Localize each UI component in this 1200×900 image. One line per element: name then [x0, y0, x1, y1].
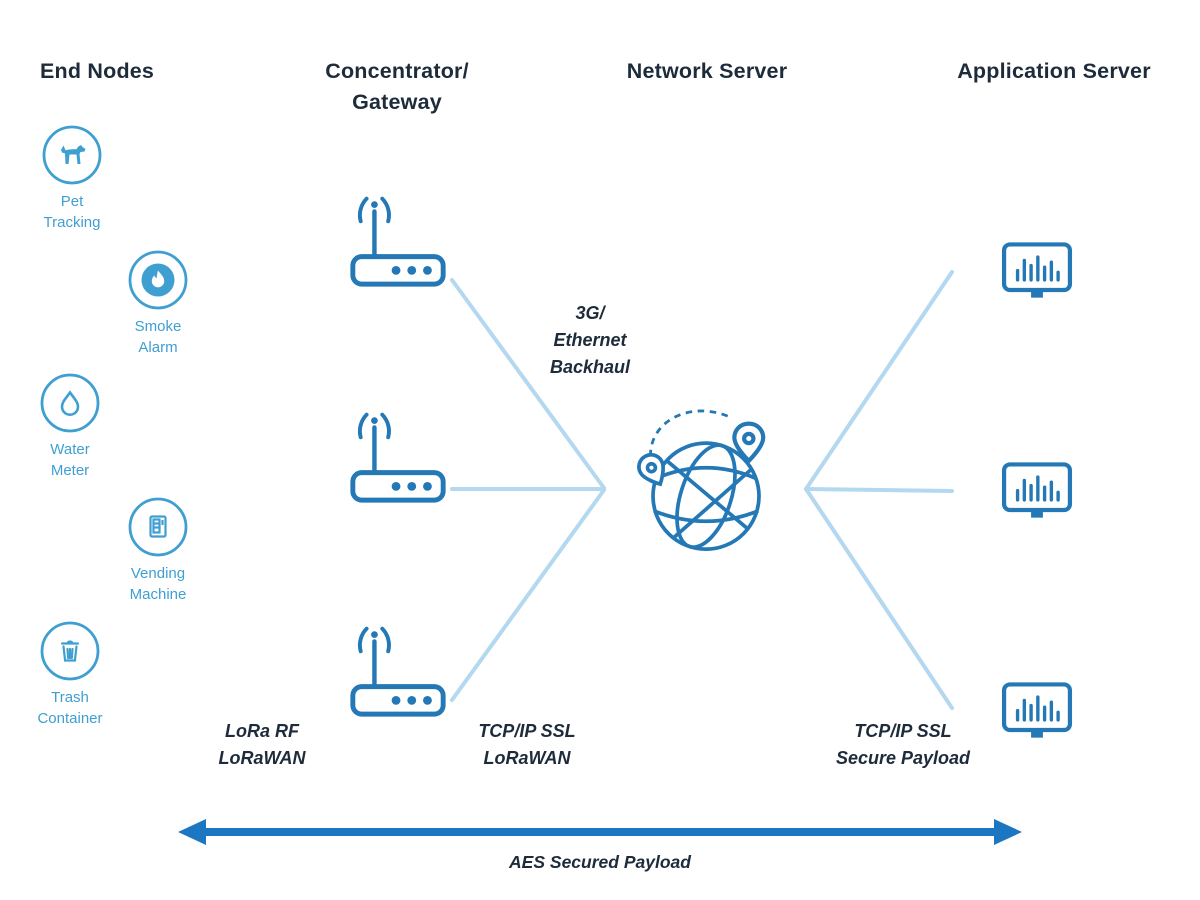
wireless-router-icon — [339, 398, 457, 506]
column-header-network-server: Network Server — [626, 59, 788, 83]
end-node-pet-tracking: Pet Tracking — [40, 123, 132, 233]
end-node-label: Pet Tracking — [43, 193, 101, 231]
end-node-label: Vending Machine — [129, 565, 187, 603]
label-lora-rf: LoRa RF LoRaWAN — [218, 721, 306, 768]
label-tcpip-secure-payload: TCP/IP SSL Secure Payload — [835, 721, 971, 768]
end-node-smoke-alarm: Smoke Alarm — [126, 248, 218, 358]
end-node-water-meter: Water Meter — [38, 371, 130, 481]
column-header-end-nodes: End Nodes — [40, 59, 155, 83]
end-node-vending-machine: Vending Machine — [126, 495, 218, 605]
wireless-router-icon — [339, 182, 457, 290]
monitor-bar-chart-icon — [999, 240, 1075, 308]
monitor-bar-chart-icon — [999, 460, 1075, 528]
label-backhaul: 3G/ Ethernet Backhaul — [549, 303, 631, 377]
end-node-label: Water Meter — [50, 441, 90, 479]
end-node-label: Smoke Alarm — [134, 318, 182, 356]
trash-can-icon — [38, 619, 102, 683]
end-node-trash-container: Trash Container — [37, 619, 130, 729]
label-tcpip-lorawan: TCP/IP SSL LoRaWAN — [478, 721, 576, 768]
dog-icon — [40, 123, 104, 187]
column-header-application-server: Application Server — [957, 59, 1151, 83]
flame-icon — [126, 248, 190, 312]
vending-machine-icon — [126, 495, 190, 559]
column-header-gateway: Concentrator/ Gateway — [325, 59, 469, 114]
water-drop-icon — [38, 371, 102, 435]
label-aes-secured-payload: AES Secured Payload — [509, 852, 691, 872]
wireless-router-icon — [339, 612, 457, 720]
double-headed-arrow-icon — [178, 819, 1022, 845]
globe-location-pins-icon — [613, 392, 799, 578]
end-node-label: Trash Container — [37, 689, 103, 727]
monitor-bar-chart-icon — [999, 680, 1075, 748]
